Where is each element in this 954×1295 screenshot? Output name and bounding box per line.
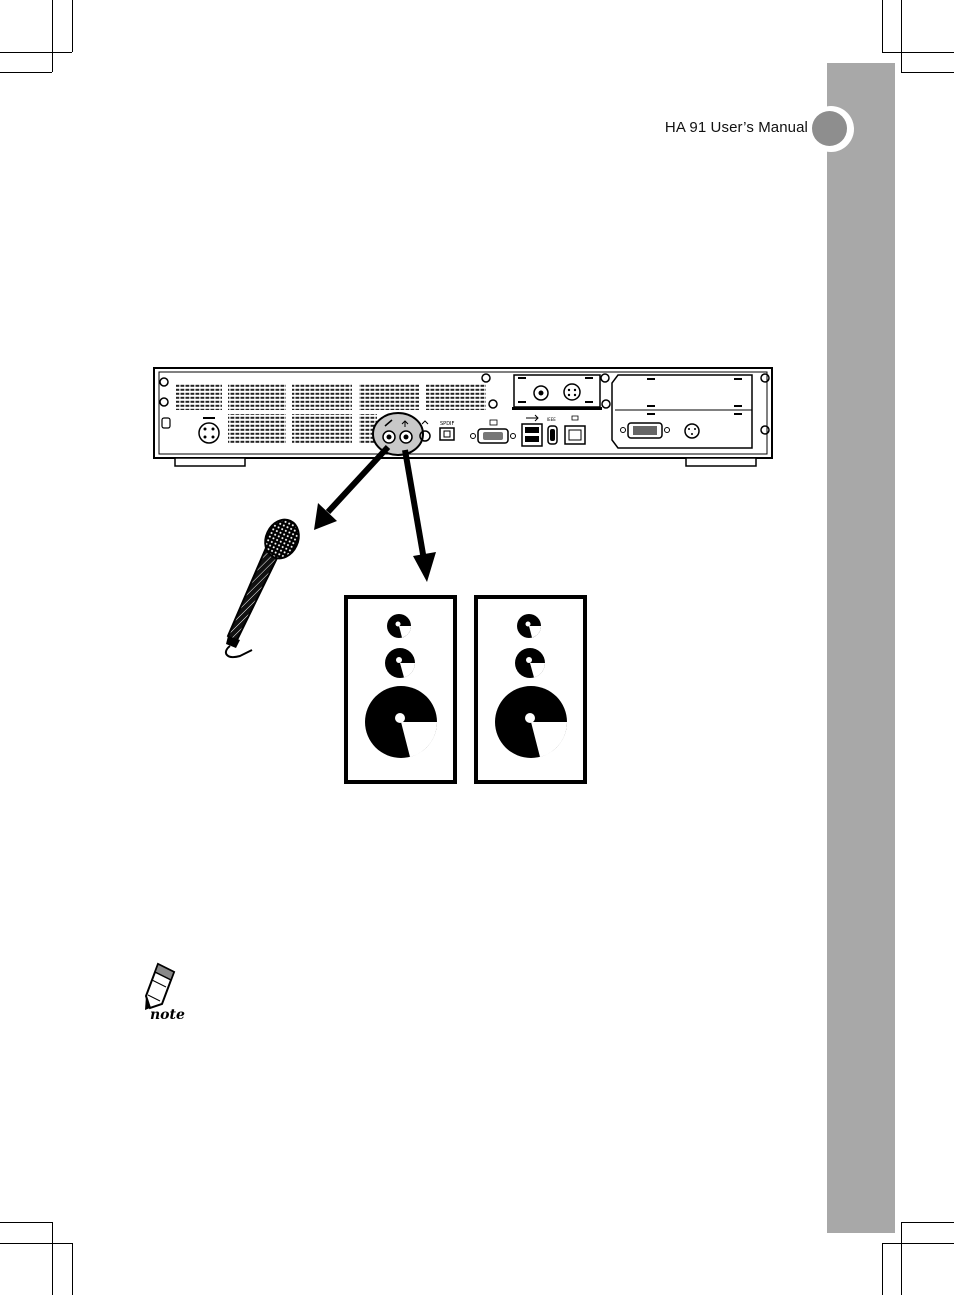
connection-arrows xyxy=(314,447,436,582)
note-label: note xyxy=(150,1007,185,1023)
note-icon: note xyxy=(145,964,185,1023)
vent-grille xyxy=(228,384,286,410)
spdif-label: SPDIF xyxy=(440,421,455,427)
speaker-left xyxy=(346,597,455,782)
back-panel: SPDIF IEEE xyxy=(154,368,772,466)
vent-grille xyxy=(292,414,352,444)
lan-port xyxy=(565,426,585,444)
vent-grille xyxy=(292,384,352,410)
vent-grille xyxy=(359,384,419,410)
firewire-icon: IEEE xyxy=(547,417,556,422)
microphone-icon xyxy=(226,514,305,657)
spdif-port xyxy=(440,428,454,440)
speaker-right xyxy=(476,597,585,782)
speaker-arrow xyxy=(405,450,424,560)
vent-grille xyxy=(176,384,222,410)
tv-card xyxy=(512,375,602,410)
vent-grille xyxy=(228,414,286,444)
video-card xyxy=(612,375,752,448)
dvi-port xyxy=(621,423,670,438)
vent-grille xyxy=(426,384,486,410)
